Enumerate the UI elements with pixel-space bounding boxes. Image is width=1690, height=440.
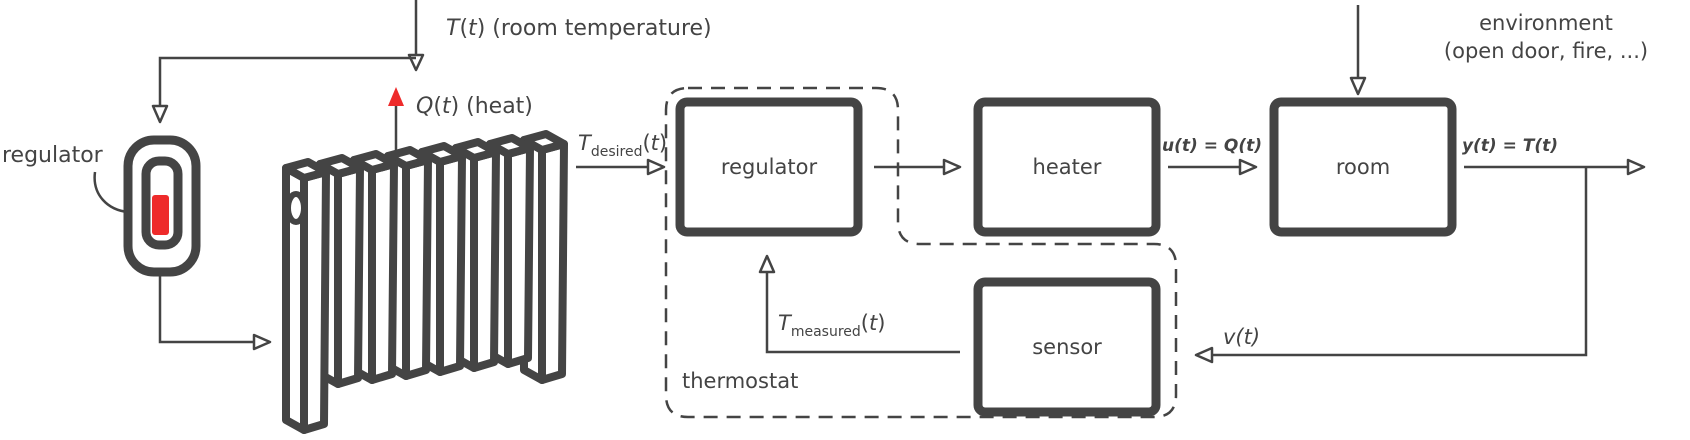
arrowhead-right-icon — [1626, 158, 1646, 176]
arrowhead-up-icon — [758, 254, 776, 274]
sensor-block[interactable]: sensor — [973, 277, 1161, 417]
room-block[interactable]: room — [1269, 97, 1457, 237]
arrowhead-right-icon — [942, 158, 962, 176]
environment-examples-label: (open door, fire, ...) — [1444, 39, 1648, 63]
measured-temperature-label: Tmeasured(t) — [778, 311, 885, 340]
heat-signal-label: u(t) = Q(t) — [1162, 136, 1262, 156]
noise-signal-label: v(t) — [1223, 325, 1260, 349]
heat-label: Q(t) (heat) — [416, 94, 533, 119]
thermostat-group-label: thermostat — [682, 369, 798, 393]
arrowhead-right-icon — [646, 158, 666, 176]
left-illustration: T(t) (room temperature) regulator Q(t) (… — [2, 0, 712, 434]
heat-arrow-icon — [388, 87, 404, 106]
radiator-valve-icon — [285, 191, 307, 225]
regulator-device-label: regulator — [2, 143, 104, 168]
thermostat-device-icon — [123, 135, 201, 277]
arrowhead-down-icon — [1349, 76, 1367, 96]
heater-block-label: heater — [1033, 155, 1102, 179]
regulator-block-label: regulator — [721, 155, 818, 179]
arrowhead-down-icon — [151, 104, 169, 124]
desired-temperature-label: Tdesired(t) — [578, 131, 667, 160]
radiator-fin — [282, 158, 330, 434]
environment-label: environment — [1479, 11, 1613, 35]
radiator-icon — [282, 130, 568, 434]
measured-feedback-line — [765, 272, 960, 354]
regulator-block[interactable]: regulator — [675, 97, 863, 237]
room-block-label: room — [1336, 155, 1390, 179]
arrowhead-right-icon — [252, 333, 272, 351]
room-temperature-label: T(t) (room temperature) — [446, 16, 712, 41]
temperature-indicator-bar — [152, 195, 169, 235]
feedback-to-device-line — [158, 56, 416, 114]
heater-block[interactable]: heater — [973, 97, 1161, 237]
feedback-line — [1198, 167, 1588, 357]
regulator-leader-line — [93, 171, 129, 214]
block-diagram: thermostat Tdesired(t) regulator heater … — [576, 5, 1648, 419]
control-to-radiator-line — [158, 276, 270, 344]
output-signal-label: y(t) = T(t) — [1462, 136, 1558, 156]
arrowhead-right-icon — [1238, 158, 1258, 176]
sensor-block-label: sensor — [1032, 335, 1102, 359]
arrowhead-left-icon — [1194, 346, 1214, 364]
